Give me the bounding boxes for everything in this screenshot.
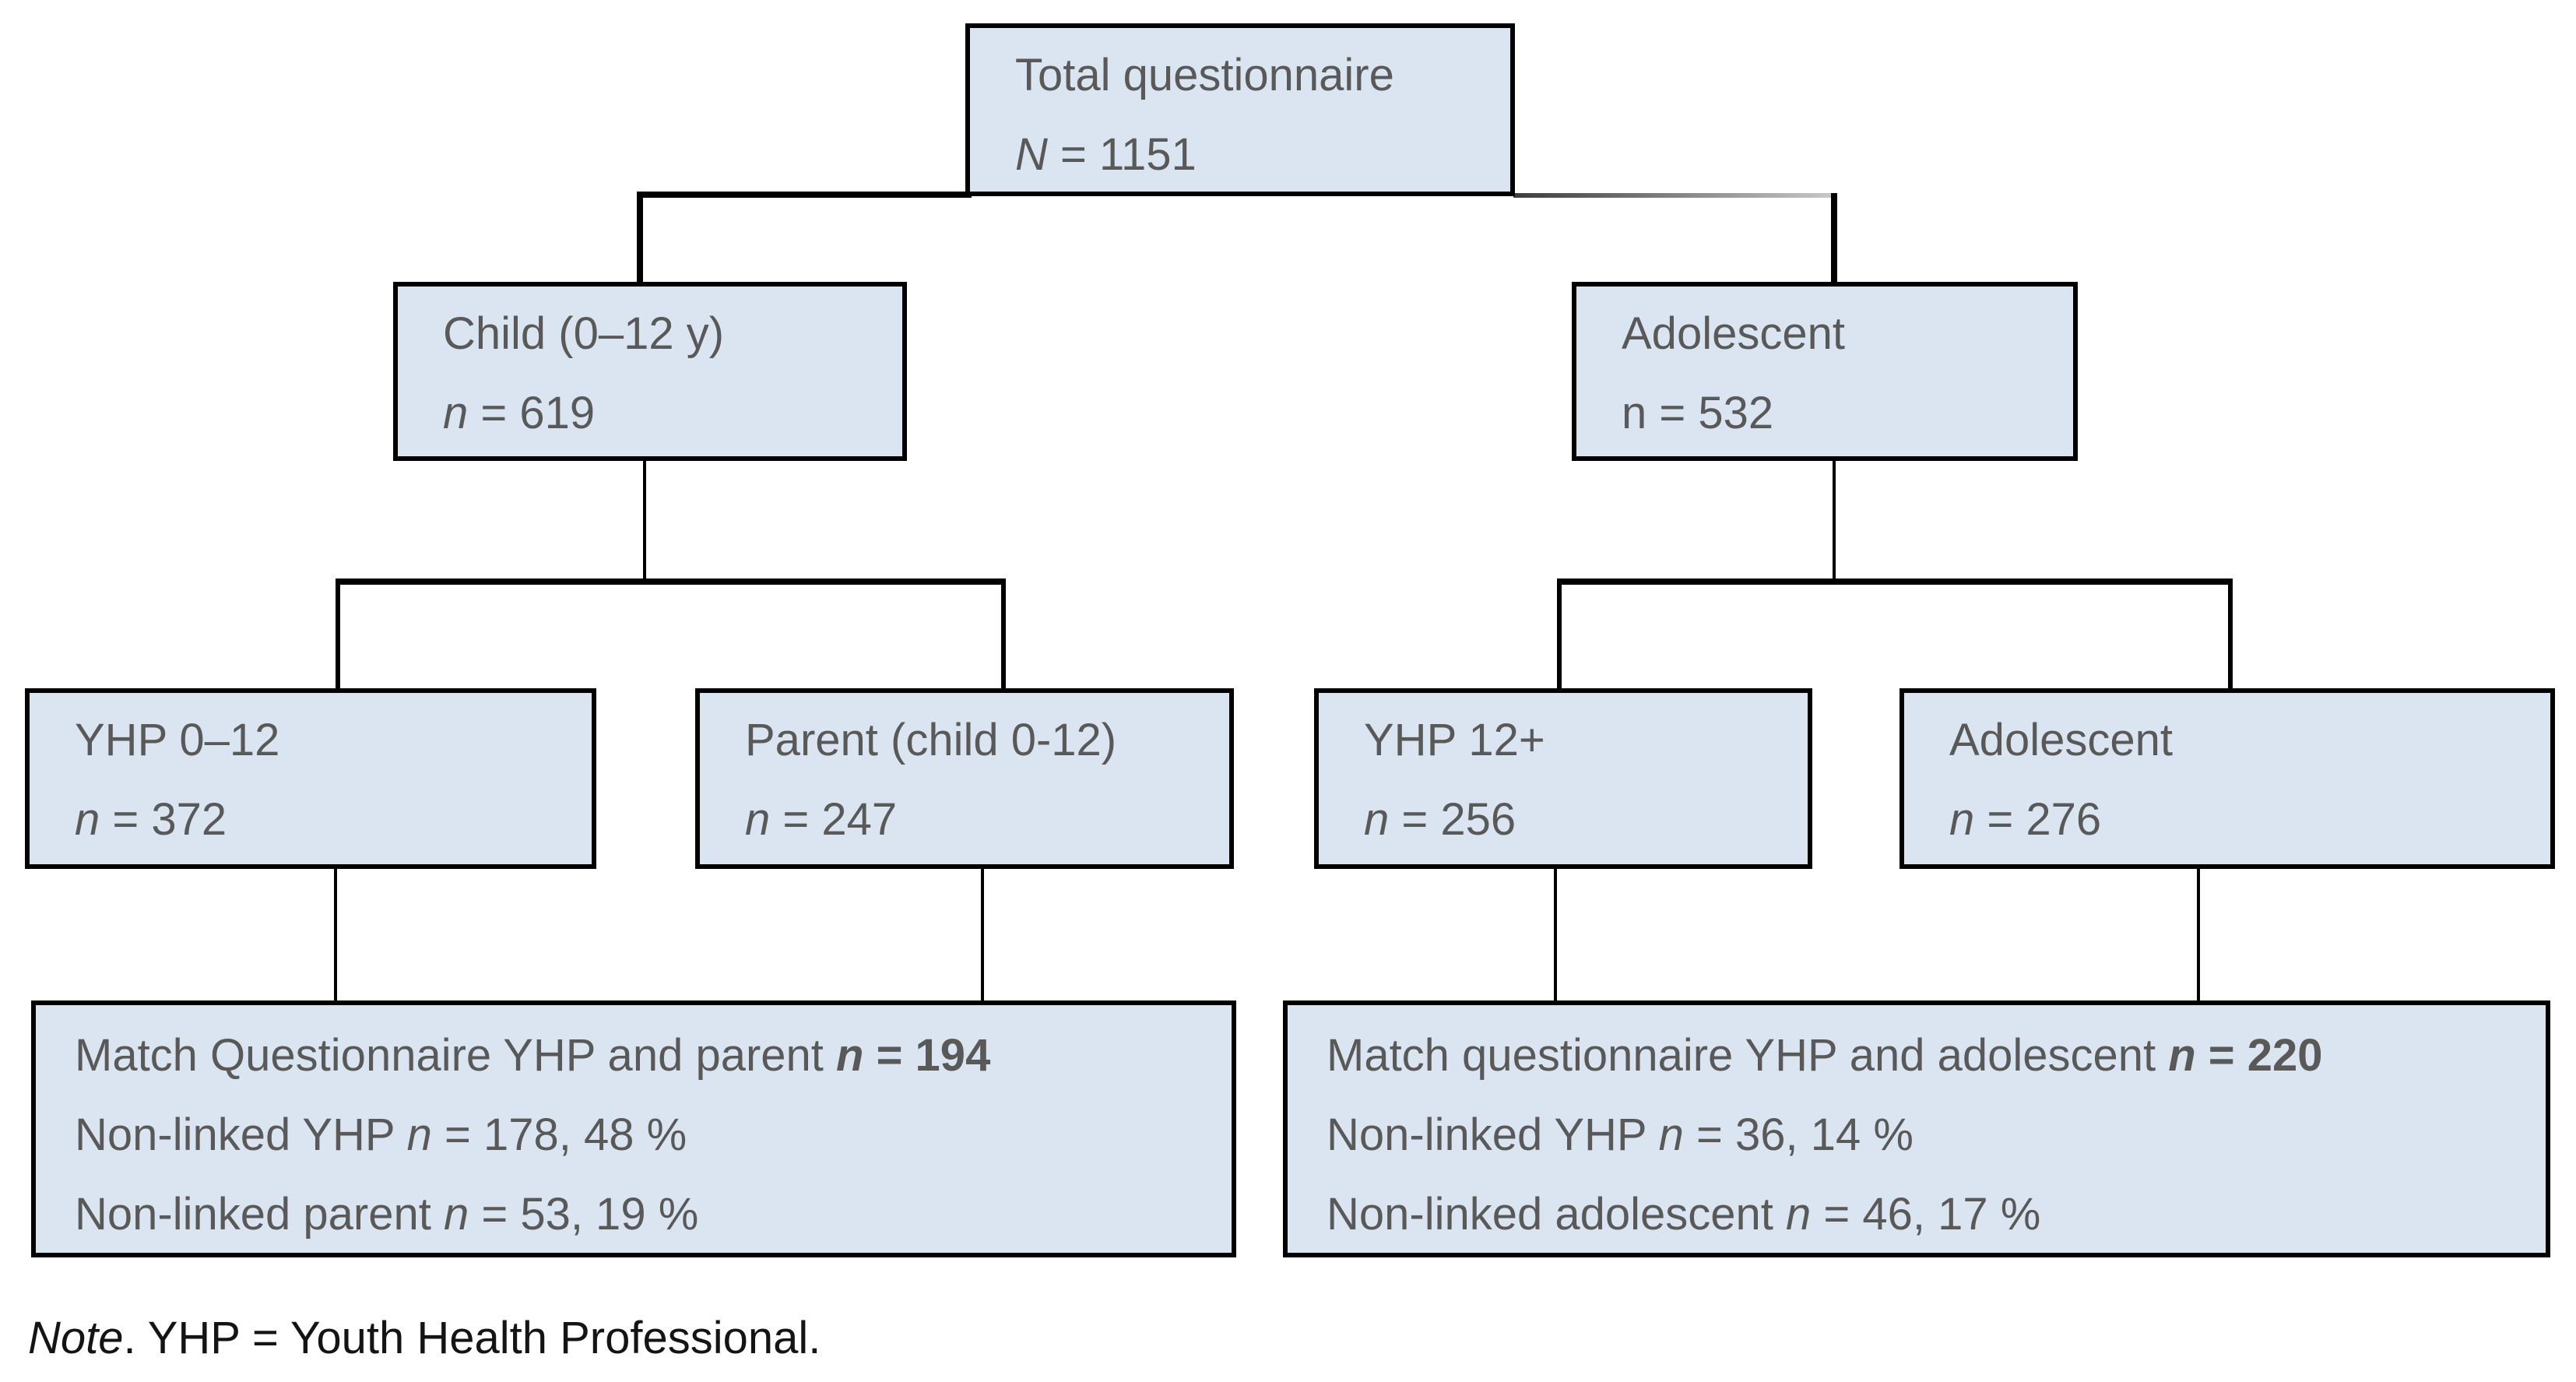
node-yhp-12-plus-line2: n = 256 xyxy=(1364,794,1516,845)
figure-note: Note. YHP = Youth Health Professional. xyxy=(28,1313,821,1363)
node-child-line1: Child (0–12 y) xyxy=(443,308,725,359)
node-yhp-0-12: YHP 0–12 n = 372 xyxy=(25,688,596,869)
node-match-yhp-adolescent: Match questionnaire YHP and adolescent n… xyxy=(1283,1000,2550,1257)
connector-child-stem xyxy=(643,461,646,583)
connector-total-adolescent-horizontal xyxy=(1513,193,1836,198)
node-adolescent-respondent: Adolescent n = 276 xyxy=(1899,688,2555,869)
node-match-yhp-parent-line1: Match Questionnaire YHP and parent n = 1… xyxy=(75,1030,991,1081)
connector-total-child-vertical xyxy=(637,192,643,287)
connector-child-parent-vertical xyxy=(1001,578,1006,693)
connector-adolescent3-match-vertical xyxy=(2197,869,2200,1005)
node-match-yhp-adolescent-line2: Non-linked YHP n = 36, 14 % xyxy=(1327,1109,1914,1160)
node-match-yhp-adolescent-line1: Match questionnaire YHP and adolescent n… xyxy=(1327,1030,2323,1081)
node-yhp-0-12-line2: n = 372 xyxy=(75,794,227,845)
node-adolescent-line2: n = 532 xyxy=(1622,388,1774,438)
connector-adolescent-stem xyxy=(1833,461,1836,583)
node-adolescent-respondent-line1: Adolescent xyxy=(1949,715,2173,765)
connector-total-child-horizontal xyxy=(637,192,972,198)
node-yhp-12-plus-line1: YHP 12+ xyxy=(1364,715,1545,765)
node-parent-line1: Parent (child 0-12) xyxy=(745,715,1117,765)
connector-adolescent-yhp-vertical xyxy=(1557,578,1562,693)
node-match-yhp-parent-line2: Non-linked YHP n = 178, 48 % xyxy=(75,1109,687,1160)
connector-adolescent-branch-horizontal xyxy=(1557,578,2233,585)
node-child: Child (0–12 y) n = 619 xyxy=(393,282,907,461)
node-total-questionnaire: Total questionnaire N = 1151 xyxy=(965,23,1515,196)
node-yhp-12-plus: YHP 12+ n = 256 xyxy=(1314,688,1812,869)
node-parent-child-0-12: Parent (child 0-12) n = 247 xyxy=(695,688,1234,869)
node-total-questionnaire-line1: Total questionnaire xyxy=(1015,50,1394,100)
connector-parent-match-vertical xyxy=(981,869,984,1005)
connector-yhp012-match-vertical xyxy=(334,869,337,1018)
connector-total-adolescent-vertical xyxy=(1831,193,1837,287)
node-adolescent-respondent-line2: n = 276 xyxy=(1949,794,2102,845)
node-adolescent: Adolescent n = 532 xyxy=(1572,282,2078,461)
node-match-yhp-parent: Match Questionnaire YHP and parent n = 1… xyxy=(31,1000,1236,1257)
node-child-line2: n = 619 xyxy=(443,388,596,438)
node-total-questionnaire-line2: N = 1151 xyxy=(1015,129,1197,180)
node-yhp-0-12-line1: YHP 0–12 xyxy=(75,715,280,765)
node-parent-line2: n = 247 xyxy=(745,794,898,845)
node-adolescent-line1: Adolescent xyxy=(1622,308,1845,359)
connector-child-branch-horizontal xyxy=(336,578,1006,585)
connector-yhp12-match-vertical xyxy=(1554,869,1557,1005)
connector-child-yhp-vertical xyxy=(336,578,340,693)
connector-adolescent-adolescent-vertical xyxy=(2228,578,2233,693)
node-match-yhp-adolescent-line3: Non-linked adolescent n = 46, 17 % xyxy=(1327,1189,2041,1240)
node-match-yhp-parent-line3: Non-linked parent n = 53, 19 % xyxy=(75,1189,699,1240)
